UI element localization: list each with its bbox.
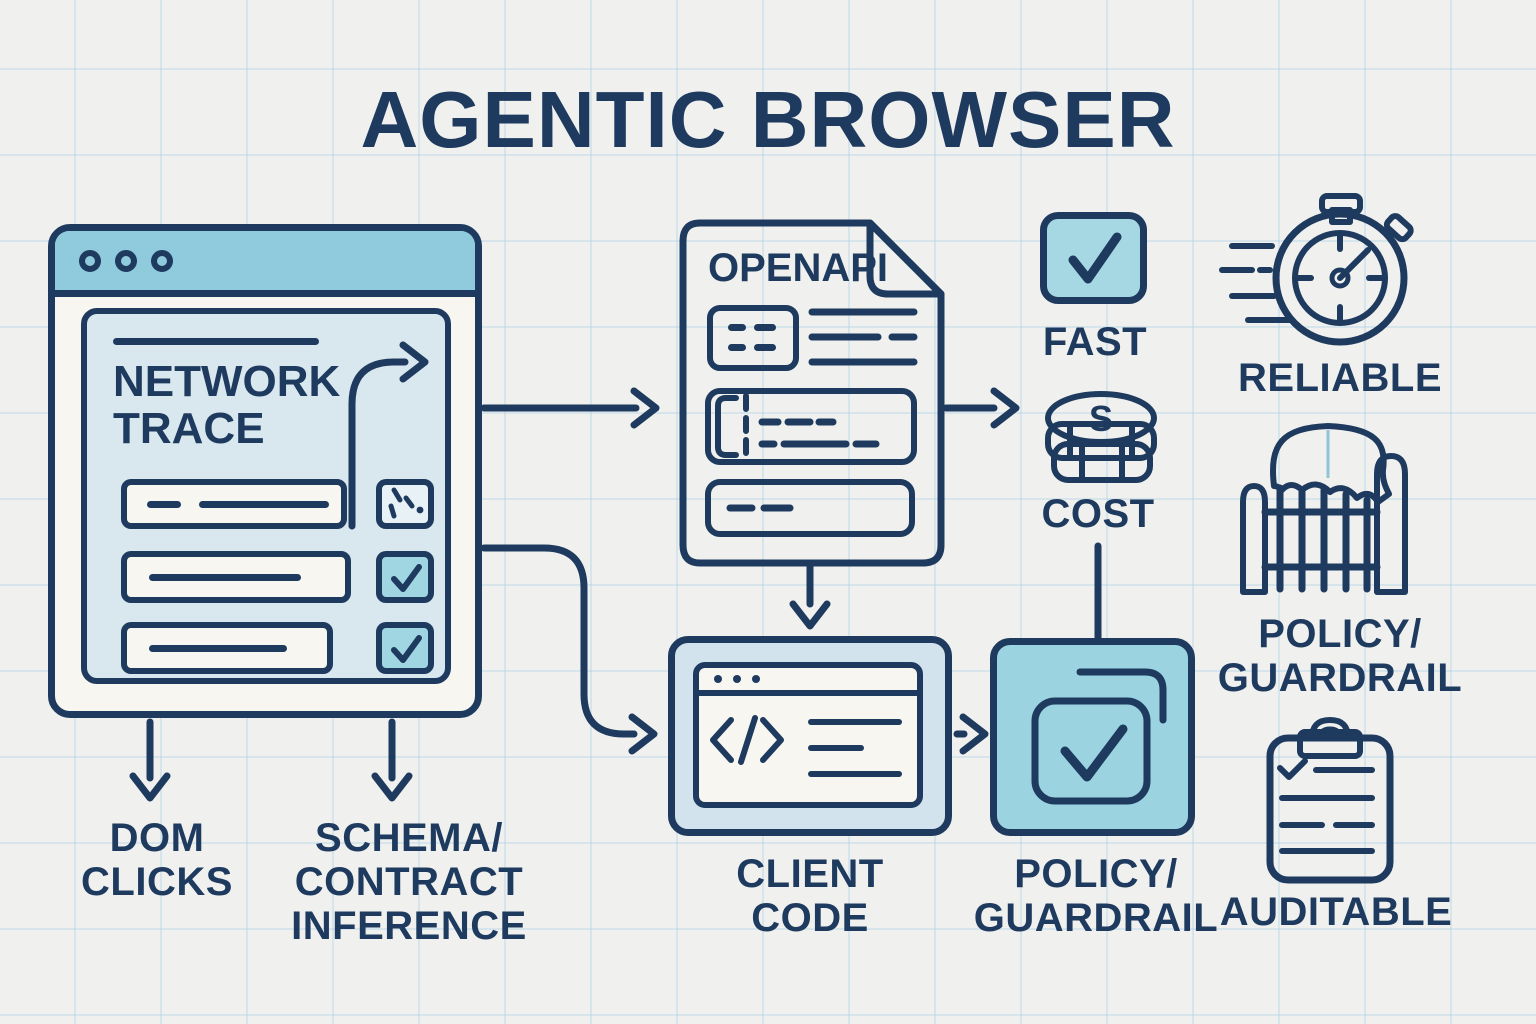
code-window (693, 662, 923, 808)
window-dot-icon (733, 675, 741, 683)
openapi-title: OPENAPI (708, 246, 889, 290)
trace-row (121, 551, 351, 603)
policy-guardrail-quality-label: POLICY/ GUARDRAIL (1217, 612, 1463, 700)
openapi-document: OPENAPI (678, 218, 946, 568)
network-trace-panel: NETWORK TRACE (81, 308, 451, 684)
cost-coins-icon: S (1045, 391, 1157, 483)
stopwatch-icon (1219, 193, 1414, 346)
dom-clicks-label: DOM CLICKS (81, 816, 233, 904)
trace-flow-arrow-icon (348, 341, 429, 530)
guardrail-gate-icon (1240, 423, 1408, 595)
network-trace-heading: NETWORK TRACE (113, 357, 341, 454)
policy-guardrail-label: POLICY/ GUARDRAIL (973, 852, 1219, 940)
fast-check-icon (1040, 212, 1147, 304)
auditable-label: AUDITABLE (1219, 890, 1453, 934)
window-dot-icon (752, 675, 760, 683)
window-dot-icon (79, 249, 101, 272)
window-dot-icon (115, 249, 137, 272)
trace-row (121, 479, 347, 529)
checked-checkbox-icon (376, 622, 434, 674)
window-dot-icon (714, 675, 722, 683)
cost-label: COST (1041, 492, 1155, 536)
page-fold-icon (866, 219, 945, 298)
fast-label: FAST (1042, 320, 1148, 364)
panel-divider (113, 338, 319, 345)
window-dot-icon (151, 249, 173, 272)
code-icon (710, 715, 902, 777)
code-window-titlebar (699, 668, 917, 696)
document-icon (679, 219, 945, 567)
coin-currency-symbol: S (1089, 398, 1113, 439)
policy-guardrail-box (990, 638, 1195, 836)
checked-checkbox-icon (376, 551, 434, 603)
browser-window: NETWORK TRACE (48, 224, 482, 718)
reliable-label: RELIABLE (1238, 356, 1442, 400)
client-code-label: CLIENT CODE (736, 852, 884, 940)
browser-titlebar (55, 231, 475, 297)
pointer-gesture-icon (376, 479, 434, 529)
clipboard-icon (1266, 717, 1394, 884)
policy-check-icon (1031, 668, 1167, 805)
arrow-browser-to-clientcode (480, 544, 638, 738)
trace-row (121, 622, 333, 674)
page-title: AGENTIC BROWSER (360, 75, 1176, 164)
schema-inference-label: SCHEMA/ CONTRACT INFERENCE (291, 816, 527, 948)
client-code-box (668, 636, 952, 836)
